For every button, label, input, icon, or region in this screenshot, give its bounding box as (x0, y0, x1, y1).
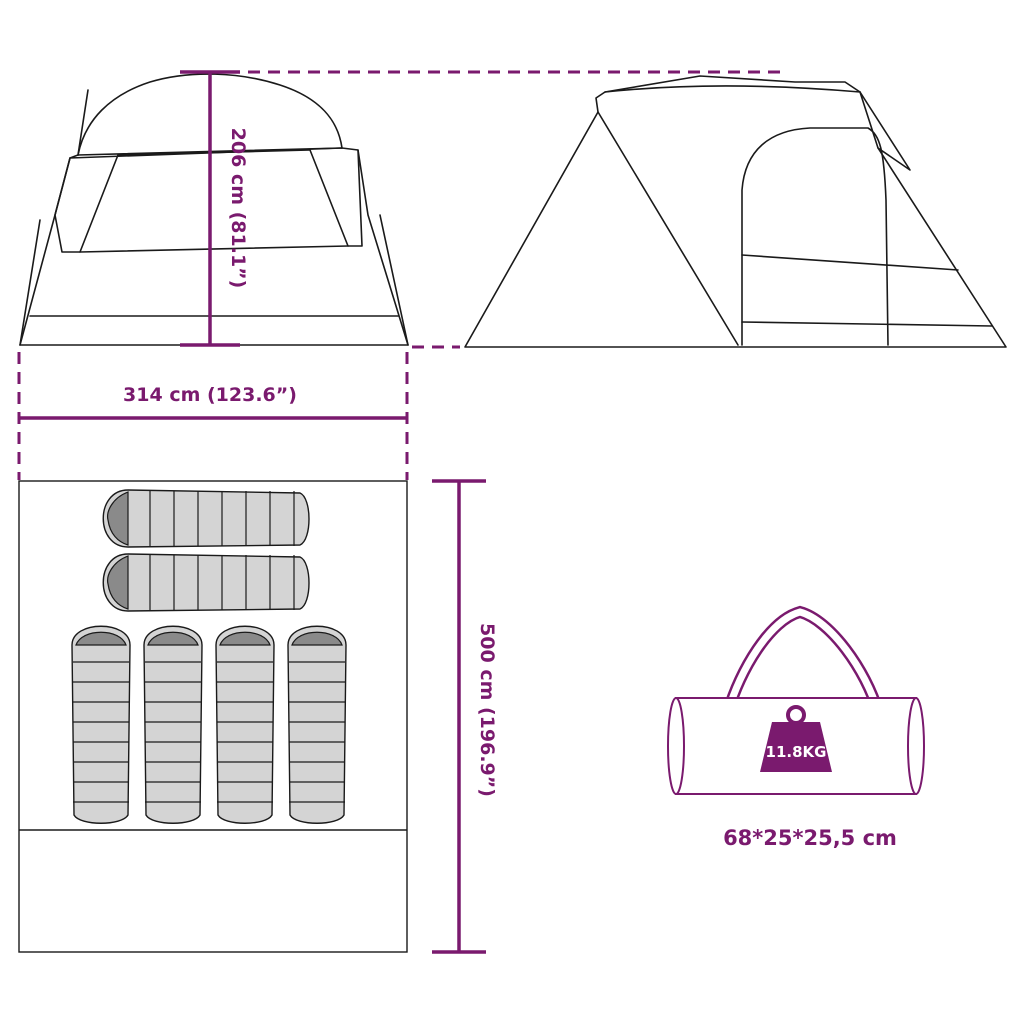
bag-size-label: 68*25*25,5 cm (723, 826, 897, 850)
length-dimension: 500 cm (196.9”) (432, 479, 498, 954)
width-label: 314 cm (123.6”) (123, 384, 297, 406)
weight-label: 11.8KG (766, 743, 827, 761)
bag-body (675, 697, 917, 795)
tent-front-view (19, 73, 409, 346)
carry-bag: 11.8KG 68*25*25,5 cm (667, 605, 925, 850)
weight-icon: 11.8KG (760, 705, 832, 772)
sleeping-bag-vertical (143, 625, 203, 824)
height-label: 206 cm (81.1”) (227, 128, 249, 289)
height-dimension: 206 cm (81.1”) (180, 70, 780, 349)
sleeping-bags-group (71, 489, 347, 824)
sleeping-bag-vertical (71, 625, 131, 824)
floor-plan (18, 480, 408, 953)
sleeping-bag-vertical (287, 625, 347, 824)
width-dimension: 314 cm (123.6”) (17, 352, 409, 480)
sleeping-bag-horizontal (102, 553, 310, 612)
sleeping-bag-vertical (215, 625, 275, 824)
sleeping-bag-horizontal (102, 489, 310, 548)
length-label: 500 cm (196.9”) (476, 623, 498, 797)
tent-side-view (464, 75, 1007, 348)
